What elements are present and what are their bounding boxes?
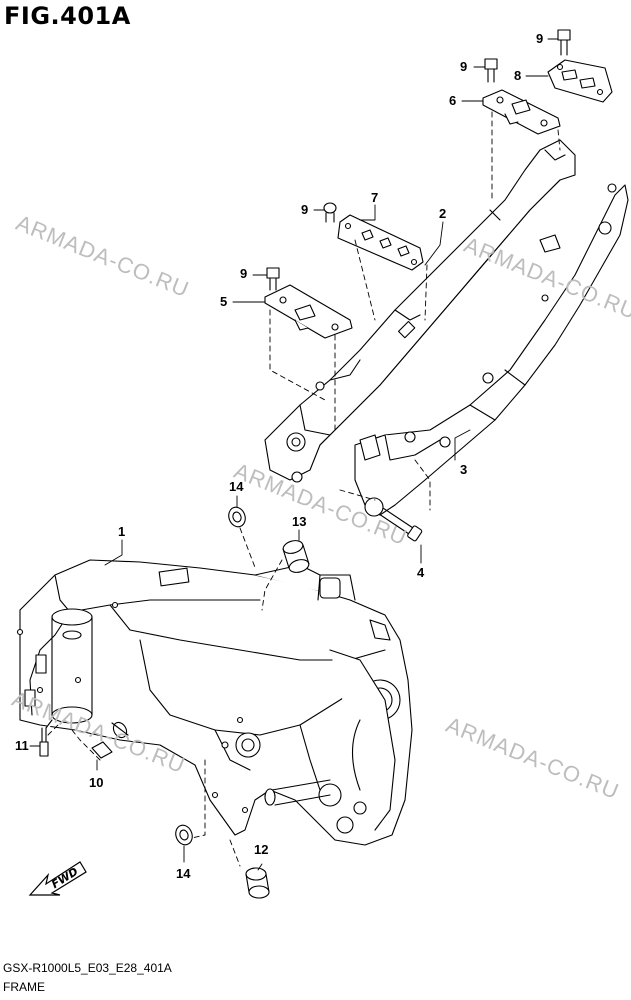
callout-6: 6 <box>449 93 457 108</box>
bolt-part-11 <box>39 719 53 757</box>
fwd-label: FWD <box>49 865 80 891</box>
cap-part-14 <box>175 506 246 846</box>
callout-4: 4 <box>417 565 425 580</box>
callout-9: 9 <box>460 59 468 74</box>
callout-14: 14 <box>229 479 244 494</box>
callout-12: 12 <box>254 842 269 857</box>
collar-part-12 <box>245 867 270 899</box>
callout-9: 9 <box>240 266 248 281</box>
bracket-part-6 <box>482 89 561 135</box>
callout-10: 10 <box>89 775 104 790</box>
seat-rail-part-2 <box>264 139 576 483</box>
callout-13: 13 <box>292 514 307 529</box>
callout-14: 14 <box>176 866 191 881</box>
figure-title: FIG.401A <box>4 2 131 30</box>
callout-9: 9 <box>301 202 309 217</box>
leader-lines <box>29 38 559 871</box>
bolt-part-4 <box>364 497 423 542</box>
bracket-part-5 <box>264 284 353 339</box>
callout-8: 8 <box>514 68 522 83</box>
bolt-part-9 <box>266 29 571 291</box>
callout-7: 7 <box>371 190 379 205</box>
model-code: GSX-R1000L5_E03_E28_401A <box>3 961 172 975</box>
section-name: FRAME <box>3 980 45 994</box>
callout-2: 2 <box>439 206 447 221</box>
callout-11: 11 <box>15 738 29 753</box>
seat-rail-part-3 <box>354 183 629 516</box>
callout-3: 3 <box>460 462 468 477</box>
plate-part-8 <box>547 59 613 103</box>
assembly-dash-lines <box>47 111 561 867</box>
fwd-arrow-icon: FWD <box>28 861 87 896</box>
callout-5: 5 <box>220 294 228 309</box>
frame-part-1 <box>16 559 413 846</box>
collar-part-13 <box>282 540 310 573</box>
callout-1: 1 <box>118 524 126 539</box>
callout-9: 9 <box>536 31 544 46</box>
collar-part-10 <box>91 721 129 759</box>
plate-part-7 <box>337 214 424 271</box>
